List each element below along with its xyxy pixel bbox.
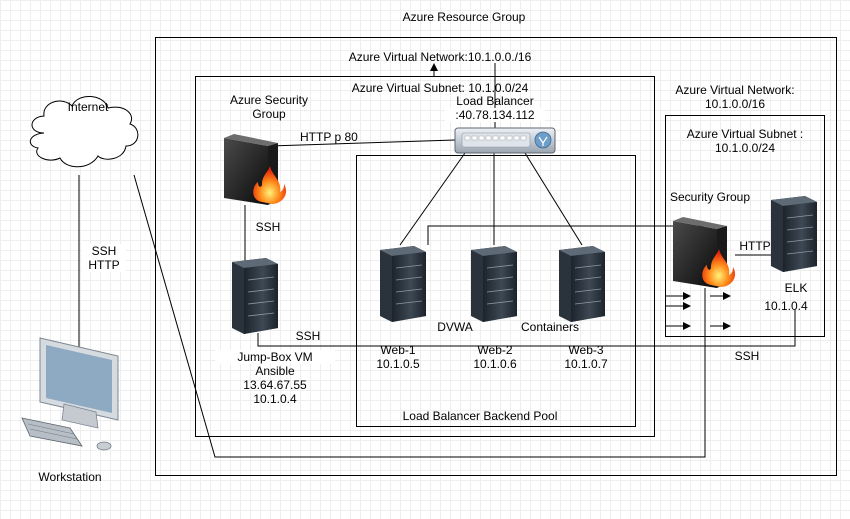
resource-group-title: Azure Resource Group [402,10,526,24]
web2-server-icon [471,246,517,322]
jumpbox-line1: Jump-Box VM [215,350,335,364]
web2-name: Web-2 [477,343,513,357]
elk-name: ELK [784,281,808,295]
firewall-icon [224,134,287,205]
internet-to-sg-elk [133,174,706,458]
lb-to-web3 [524,152,583,246]
vnet-main-box [195,76,655,437]
dvwa-label: DVWA [437,320,473,334]
http-sg-elk-label: HTTP [739,239,771,253]
ssh-internet-label: SSH [82,244,126,258]
security-group-title-2: Group [252,107,286,121]
http-internet-label: HTTP [82,258,126,272]
web1-name: Web-1 [380,343,416,357]
backend-pool-box [356,155,636,427]
load-balancer-icon [454,127,556,154]
workstation-icon [21,337,119,451]
vnet-elk-title-1: Azure Virtual Network: [675,83,795,97]
jumpbox-ssh-to-elk [257,310,796,347]
ssh-jump-web-label: SSH [295,329,321,343]
lb-to-web1 [399,152,466,246]
security-group-title-1: Azure Security [229,93,309,107]
web3-ip: 10.1.0.7 [564,357,608,371]
web1-server-icon [380,246,426,322]
cloud-icon [29,96,139,168]
ssh-elk-label: SSH [734,349,760,363]
workstation-label: Workstation [38,470,102,484]
web3-name: Web-3 [568,343,604,357]
backend-pool-title: Load Balancer Backend Pool [402,409,558,423]
elk-server-icon [771,196,817,272]
vnet-main-title: Azure Virtual Network:10.1.0.0./16 [348,50,532,64]
containers-label: Containers [520,320,580,334]
subnet-elk-title-1: Azure Virtual Subnet : [686,127,804,141]
load-balancer-ip: :40.78.134.112 [445,108,545,122]
load-balancer-name: Load Balancer [456,94,534,108]
ssh-sg-jump-label: SSH [255,220,281,234]
web1-ip: 10.1.0.5 [376,357,420,371]
jumpbox-server-icon [232,258,278,334]
resource-group-box [155,37,837,476]
web3-server-icon [559,246,605,322]
firewall-elk-icon [673,217,736,288]
jumpbox-line4: 10.1.0.4 [253,392,297,406]
http-p80-label: HTTP p 80 [300,130,358,144]
jumpbox-line2: Ansible [255,364,295,378]
sg-to-lb-http [269,139,456,147]
elk-ip: 10.1.0.4 [764,299,808,313]
jumpbox-line3: 13.64.67.55 [243,378,307,392]
subnet-elk-title-2: 10.1.0.0/24 [714,141,776,155]
security-group-elk-title: Security Group [669,190,751,204]
subnet-main-title: Azure Virtual Subnet: 10.1.0.0/24 [351,81,529,95]
vnet-elk-title-2: 10.1.0.0/16 [704,97,766,111]
internet-label: Internet [67,100,109,114]
connection-lines [78,63,796,458]
vnet-elk-box [665,115,825,337]
web2-ip: 10.1.0.6 [473,357,517,371]
